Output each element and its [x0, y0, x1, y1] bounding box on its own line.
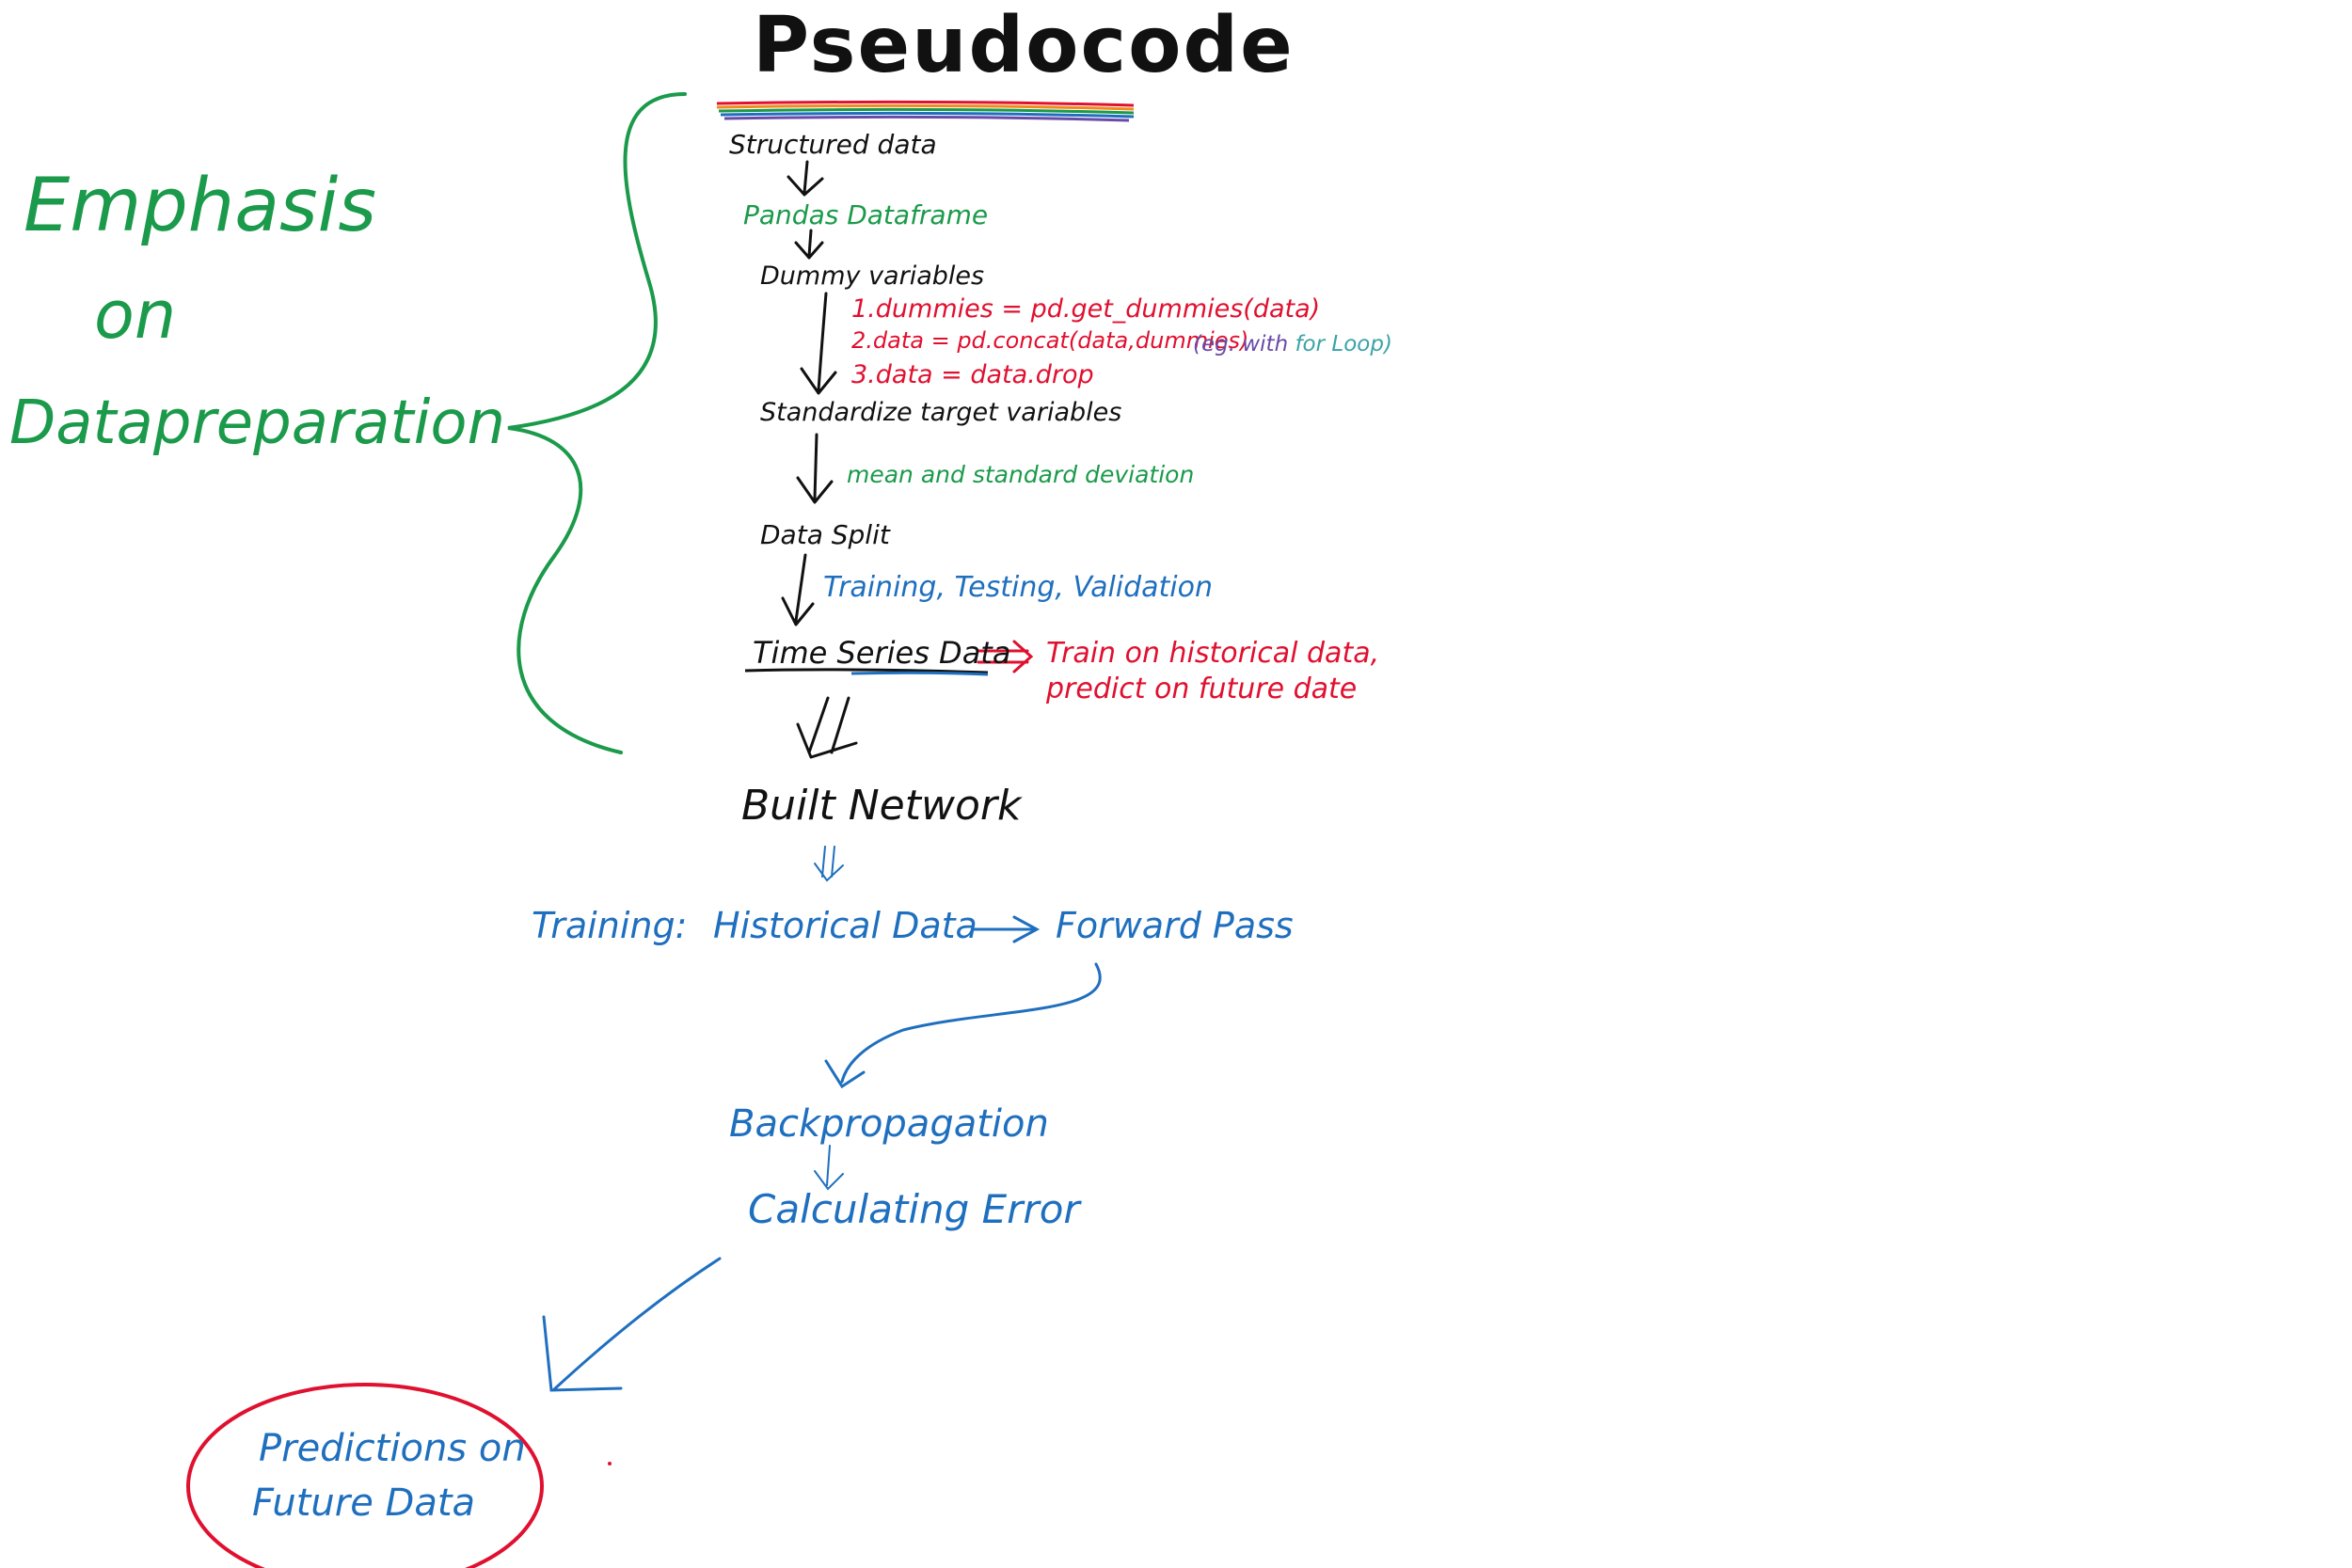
- arrow-standardize-to-mean: [796, 433, 834, 504]
- arrow-forward-to-backprop: [824, 962, 1102, 1089]
- emphasis-line-2: on: [94, 277, 177, 354]
- mean-std-note: mean and standard deviation: [847, 461, 1195, 488]
- for-loop-suffix: for Loop): [1295, 332, 1392, 356]
- training-label: Training:: [532, 905, 688, 946]
- for-loop-note: (eg. with for Loop): [1193, 334, 1392, 356]
- historical-data-label: Historical Data: [713, 905, 977, 946]
- emphasis-line-3: Datapreparation: [9, 388, 506, 458]
- arrow-split-to-timeseries: [781, 553, 815, 626]
- arrow-dummy-to-standardize: [800, 292, 837, 395]
- arrow-structured-to-pandas: [787, 160, 824, 197]
- calculating-error-label: Calculating Error: [748, 1186, 1080, 1232]
- predictions-line-2: Future Data: [252, 1481, 476, 1525]
- arrow-backprop-to-error: [814, 1145, 844, 1191]
- page-title: Pseudocode: [753, 1, 1295, 90]
- step-pandas-dataframe: Pandas Dataframe: [743, 199, 989, 230]
- step-time-series: Time Series Data: [753, 635, 1011, 671]
- step-data-split: Data Split: [760, 519, 890, 550]
- step-standardize: Standardize target variables: [760, 398, 1122, 427]
- blue-double-arrow: [814, 846, 844, 882]
- timeseries-note-line-1: Train on historical data,: [1046, 637, 1380, 670]
- timeseries-note-line-2: predict on future date: [1046, 673, 1358, 705]
- split-types-note: Training, Testing, Validation: [823, 571, 1214, 604]
- step-dummy-variables: Dummy variables: [760, 261, 985, 291]
- backpropagation-label: Backpropagation: [729, 1102, 1049, 1146]
- red-dot: [608, 1462, 612, 1465]
- green-brace: [507, 92, 687, 754]
- red-double-arrow: [977, 640, 1034, 673]
- predictions-ellipse: [186, 1383, 544, 1568]
- double-arrow-timeseries-to-network: [796, 696, 858, 759]
- arrow-pandas-to-dummy: [794, 229, 824, 260]
- dummy-code-line-2: 2.data = pd.concat(data,dummies): [851, 327, 1249, 354]
- for-loop-prefix: (eg. with: [1193, 332, 1295, 356]
- title-underline: [716, 100, 1135, 122]
- arrow-error-to-predictions: [542, 1257, 722, 1392]
- arrow-historical-to-forward: [972, 915, 1041, 943]
- step-structured-data: Structured data: [729, 129, 937, 160]
- predictions-line-1: Predictions on: [259, 1427, 526, 1470]
- timeseries-underline-blue: [850, 671, 989, 676]
- timeseries-underline: [744, 668, 989, 674]
- dummy-code-line-1: 1.dummies = pd.get_dummies(data): [851, 294, 1321, 324]
- dummy-code-line-3: 3.data = data.drop: [851, 360, 1094, 389]
- forward-pass-label: Forward Pass: [1056, 905, 1294, 946]
- emphasis-line-1: Emphasis: [24, 164, 376, 248]
- step-built-network: Built Network: [741, 782, 1022, 830]
